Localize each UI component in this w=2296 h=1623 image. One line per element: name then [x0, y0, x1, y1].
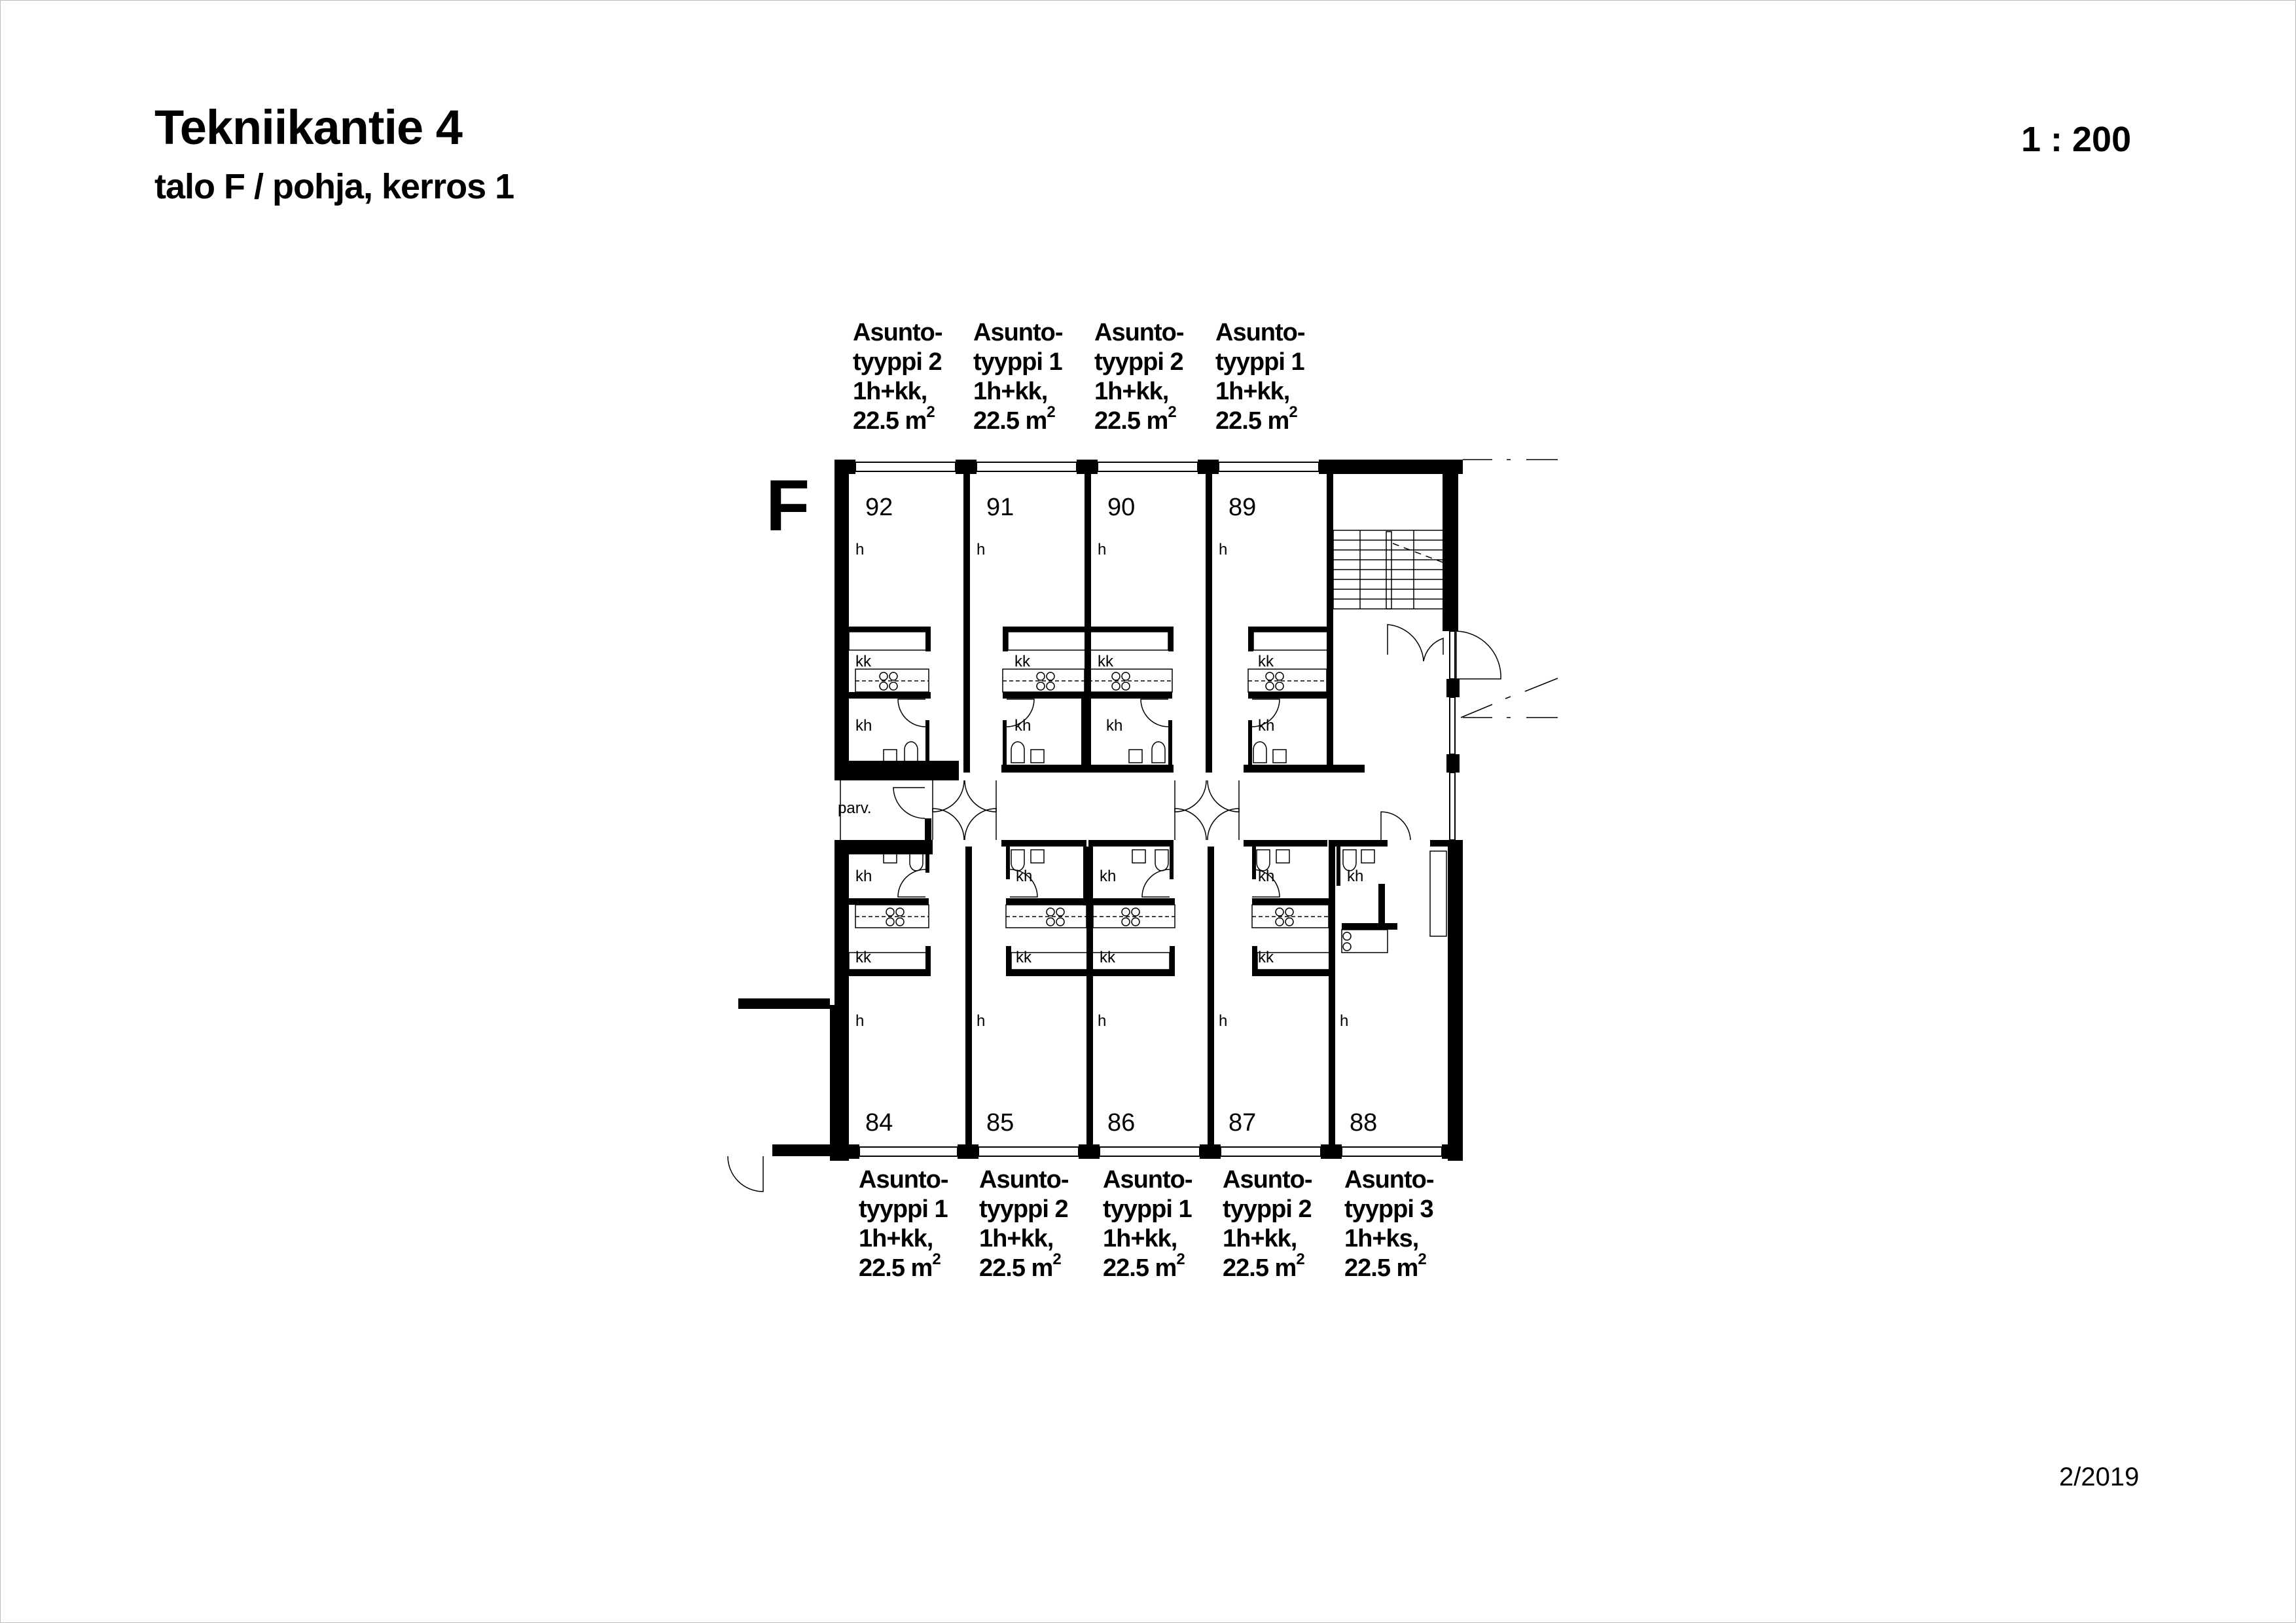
room-code-h: h	[855, 1012, 864, 1030]
unit-number-92: 92	[865, 494, 893, 521]
facade-lines	[840, 459, 1558, 840]
room-codes: h h h h kk kk kk kk kh kh kh kh parv. kh…	[838, 541, 1363, 1030]
bathroom-fixtures	[883, 741, 1375, 871]
kitchen-units	[848, 631, 1388, 970]
room-code-kh: kh	[855, 867, 872, 885]
unit-number-89: 89	[1229, 494, 1256, 521]
date-label: 2/2019	[2059, 1463, 2140, 1491]
page-subtitle: talo F / pohja, kerros 1	[154, 167, 514, 206]
room-code-kk: kk	[1016, 949, 1032, 966]
room-code-kh: kh	[1014, 717, 1031, 735]
unit-number-87: 87	[1229, 1109, 1256, 1137]
room-code-kh: kh	[1106, 717, 1122, 735]
building-letter: F	[766, 465, 810, 546]
unit-number-91: 91	[986, 494, 1014, 521]
doors	[727, 624, 1501, 1192]
room-code-h: h	[1098, 541, 1106, 558]
room-code-kk: kk	[1258, 949, 1274, 966]
walls	[738, 460, 1463, 1161]
unit-number-84: 84	[865, 1109, 893, 1137]
room-code-kk: kk	[1014, 653, 1031, 670]
room-code-h: h	[977, 1012, 985, 1030]
stair	[1333, 530, 1447, 937]
room-code-parv: parv.	[838, 799, 872, 817]
unit-number-88: 88	[1350, 1109, 1377, 1137]
room-code-kh: kh	[1258, 717, 1274, 735]
room-code-kh: kh	[1347, 867, 1363, 885]
page-title: Tekniikantie 4	[154, 100, 463, 155]
room-code-kk: kk	[855, 949, 872, 966]
room-code-kk: kk	[1098, 653, 1114, 670]
unit-number-90: 90	[1107, 494, 1135, 521]
room-code-h: h	[1219, 1012, 1227, 1030]
room-code-h: h	[1098, 1012, 1106, 1030]
room-code-kk: kk	[855, 653, 872, 670]
room-code-h: h	[855, 541, 864, 558]
room-code-h: h	[1340, 1012, 1348, 1030]
room-code-h: h	[977, 541, 985, 558]
scale-label: 1 : 200	[2021, 120, 2132, 159]
room-code-h: h	[1219, 541, 1227, 558]
room-code-kk: kk	[1258, 653, 1274, 670]
unit-numbers: 92 91 90 89 84 85 86 87 88	[865, 494, 1377, 1137]
unit-number-85: 85	[986, 1109, 1014, 1137]
room-code-kk: kk	[1100, 949, 1116, 966]
unit-number-86: 86	[1107, 1109, 1135, 1137]
room-code-kh: kh	[1100, 867, 1116, 885]
room-code-kh: kh	[855, 717, 872, 735]
room-code-kh: kh	[1016, 867, 1032, 885]
windows	[855, 462, 1456, 1157]
